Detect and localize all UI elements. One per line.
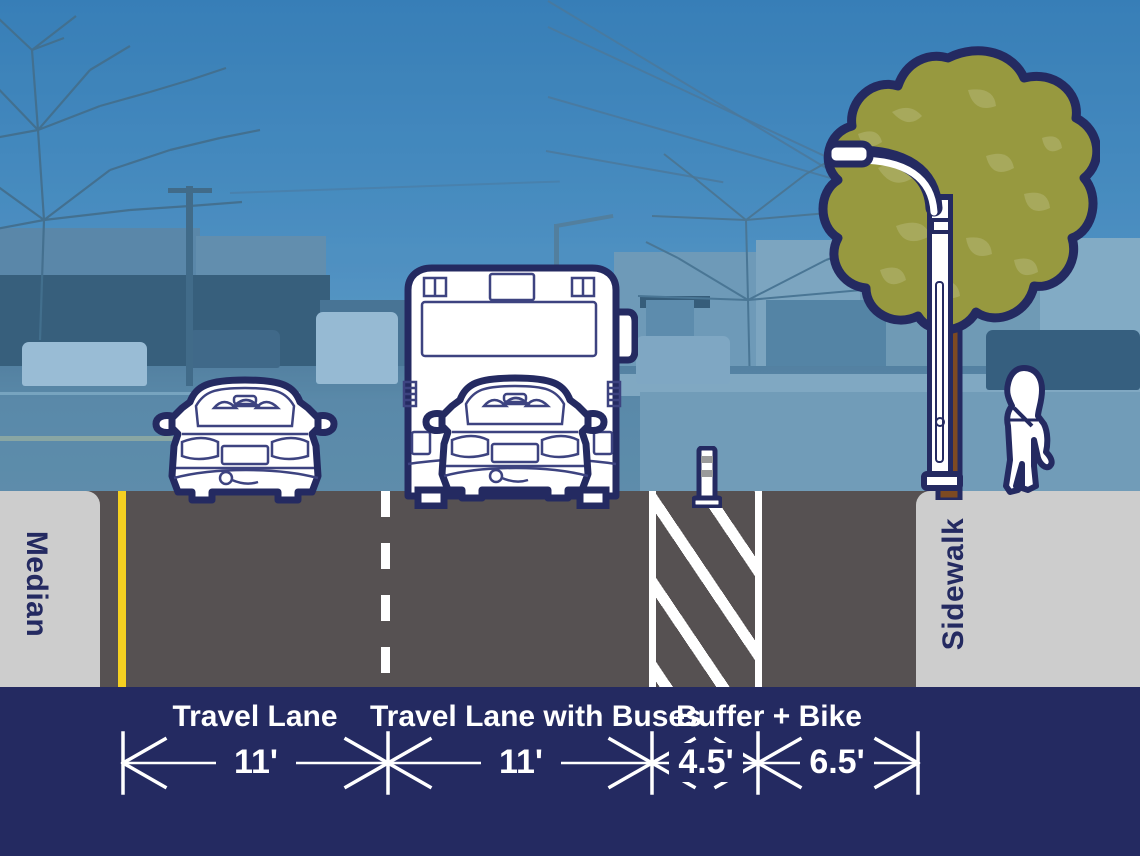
sidewalk-panel: [916, 491, 1140, 687]
buffer-hatching: [656, 491, 755, 687]
buffer-zone: [656, 491, 755, 687]
lane-divider-dashed: [381, 491, 390, 687]
roadway-cross-section: Median Sidewalk: [0, 491, 1140, 687]
segment-label-buffer-bike: Buffer + Bike: [676, 700, 862, 733]
streetlight-illustration: [824, 140, 963, 491]
center-line-yellow: [118, 491, 126, 687]
street-tree-illustration: [818, 46, 1100, 500]
car-travel-lane-illustration: [152, 376, 338, 504]
dimension-value-travel-lane-with-buses: 11': [481, 743, 561, 782]
dimension-lines: [120, 731, 921, 795]
car-in-front-of-bus-illustration: [422, 374, 608, 502]
pedestrian-illustration: [1003, 365, 1055, 495]
buffer-edge-line-left: [649, 491, 656, 687]
dimension-value-travel-lane: 11': [216, 743, 296, 782]
dimension-value-bike-lane: 6.5': [800, 743, 874, 782]
segment-label-travel-lane: Travel Lane: [172, 700, 338, 733]
sidewalk-label: Sidewalk: [937, 517, 970, 651]
segment-label-travel-lane-with-buses: Travel Lane with Buses: [370, 700, 702, 733]
buffer-edge-line-right: [755, 491, 762, 687]
median-panel: [0, 491, 100, 687]
dimension-band: Travel Lane Travel Lane with Buses Buffe…: [0, 687, 1140, 856]
median-label: Median: [20, 530, 53, 638]
dimension-value-buffer: 4.5': [669, 743, 743, 782]
flex-post-illustration: [692, 446, 722, 508]
